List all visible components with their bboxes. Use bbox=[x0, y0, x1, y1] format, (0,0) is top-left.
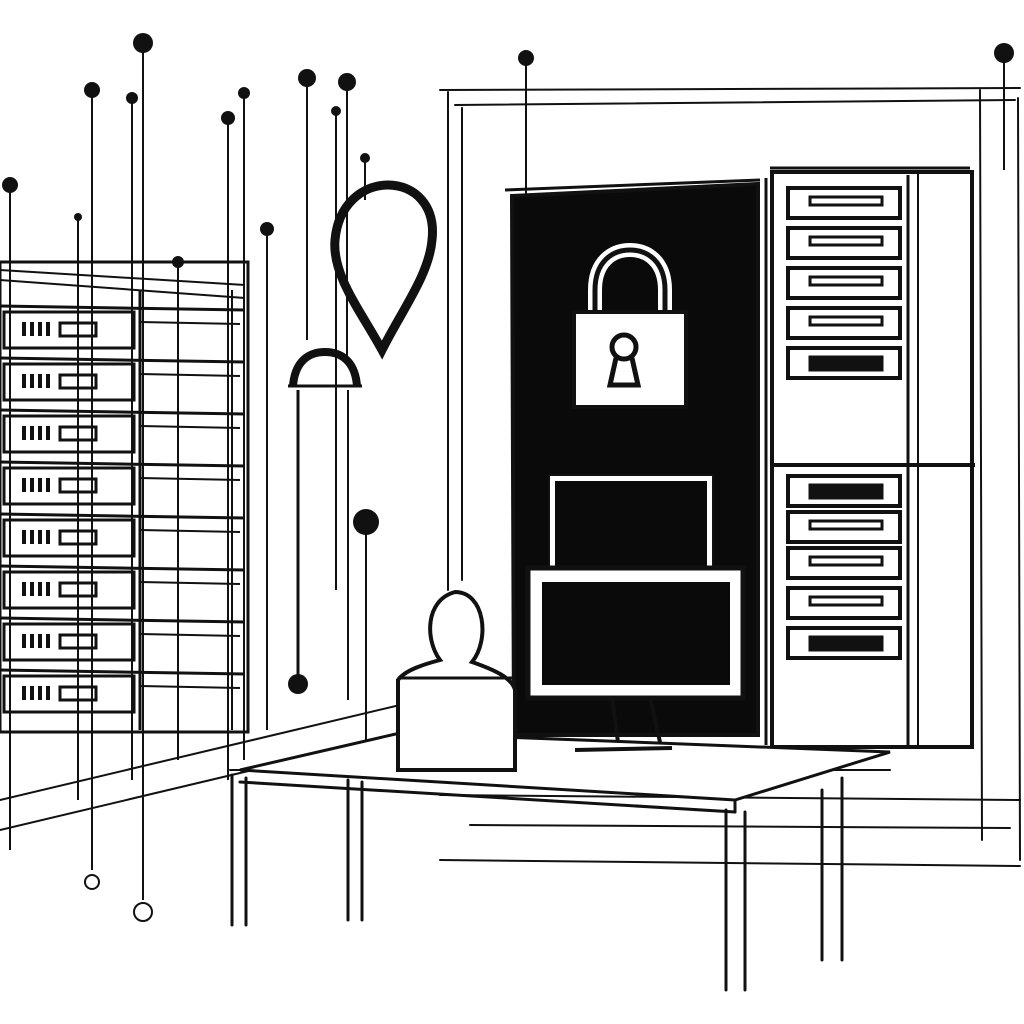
pendant bbox=[353, 509, 379, 760]
right-rack-unit bbox=[786, 546, 902, 580]
lock-icon bbox=[572, 242, 688, 409]
right-rack-unit bbox=[786, 266, 902, 300]
right-rack-unit bbox=[786, 626, 902, 660]
map-pin-icon bbox=[330, 180, 437, 360]
pendant bbox=[84, 82, 100, 890]
left-rack-unit bbox=[0, 668, 246, 714]
pendant bbox=[260, 222, 274, 730]
left-rack-unit bbox=[0, 564, 246, 610]
left-rack-unit bbox=[0, 460, 246, 506]
pendant bbox=[221, 111, 235, 780]
right-rack-unit bbox=[786, 306, 902, 340]
back-monitor bbox=[548, 474, 714, 574]
right-rack-units bbox=[786, 186, 902, 660]
right-rack-unit bbox=[786, 586, 902, 620]
right-rack-unit bbox=[786, 186, 902, 220]
left-rack-unit bbox=[0, 512, 246, 558]
person-icon bbox=[396, 589, 517, 772]
pendant bbox=[172, 256, 184, 760]
pendant bbox=[331, 106, 341, 590]
right-rack-unit bbox=[786, 474, 902, 508]
right-server-rack bbox=[764, 166, 975, 749]
pendant bbox=[2, 177, 18, 850]
small-lock-shackle-icon bbox=[288, 347, 362, 388]
pendant bbox=[288, 390, 308, 694]
right-rack-unit bbox=[786, 346, 902, 380]
left-server-rack bbox=[0, 260, 250, 734]
pendant bbox=[338, 73, 356, 360]
right-rack-unit bbox=[786, 226, 902, 260]
pendant bbox=[74, 213, 82, 800]
left-rack-unit bbox=[0, 616, 246, 662]
right-rack-unit bbox=[786, 510, 902, 544]
pendant bbox=[126, 92, 138, 780]
monitor-icon bbox=[525, 565, 746, 752]
pendant bbox=[298, 69, 316, 340]
pendant bbox=[518, 50, 534, 195]
pendant-lines bbox=[2, 33, 1014, 922]
pendant bbox=[238, 87, 250, 760]
pendant bbox=[994, 43, 1014, 170]
pendant bbox=[133, 33, 153, 922]
left-rack-units bbox=[0, 304, 246, 714]
